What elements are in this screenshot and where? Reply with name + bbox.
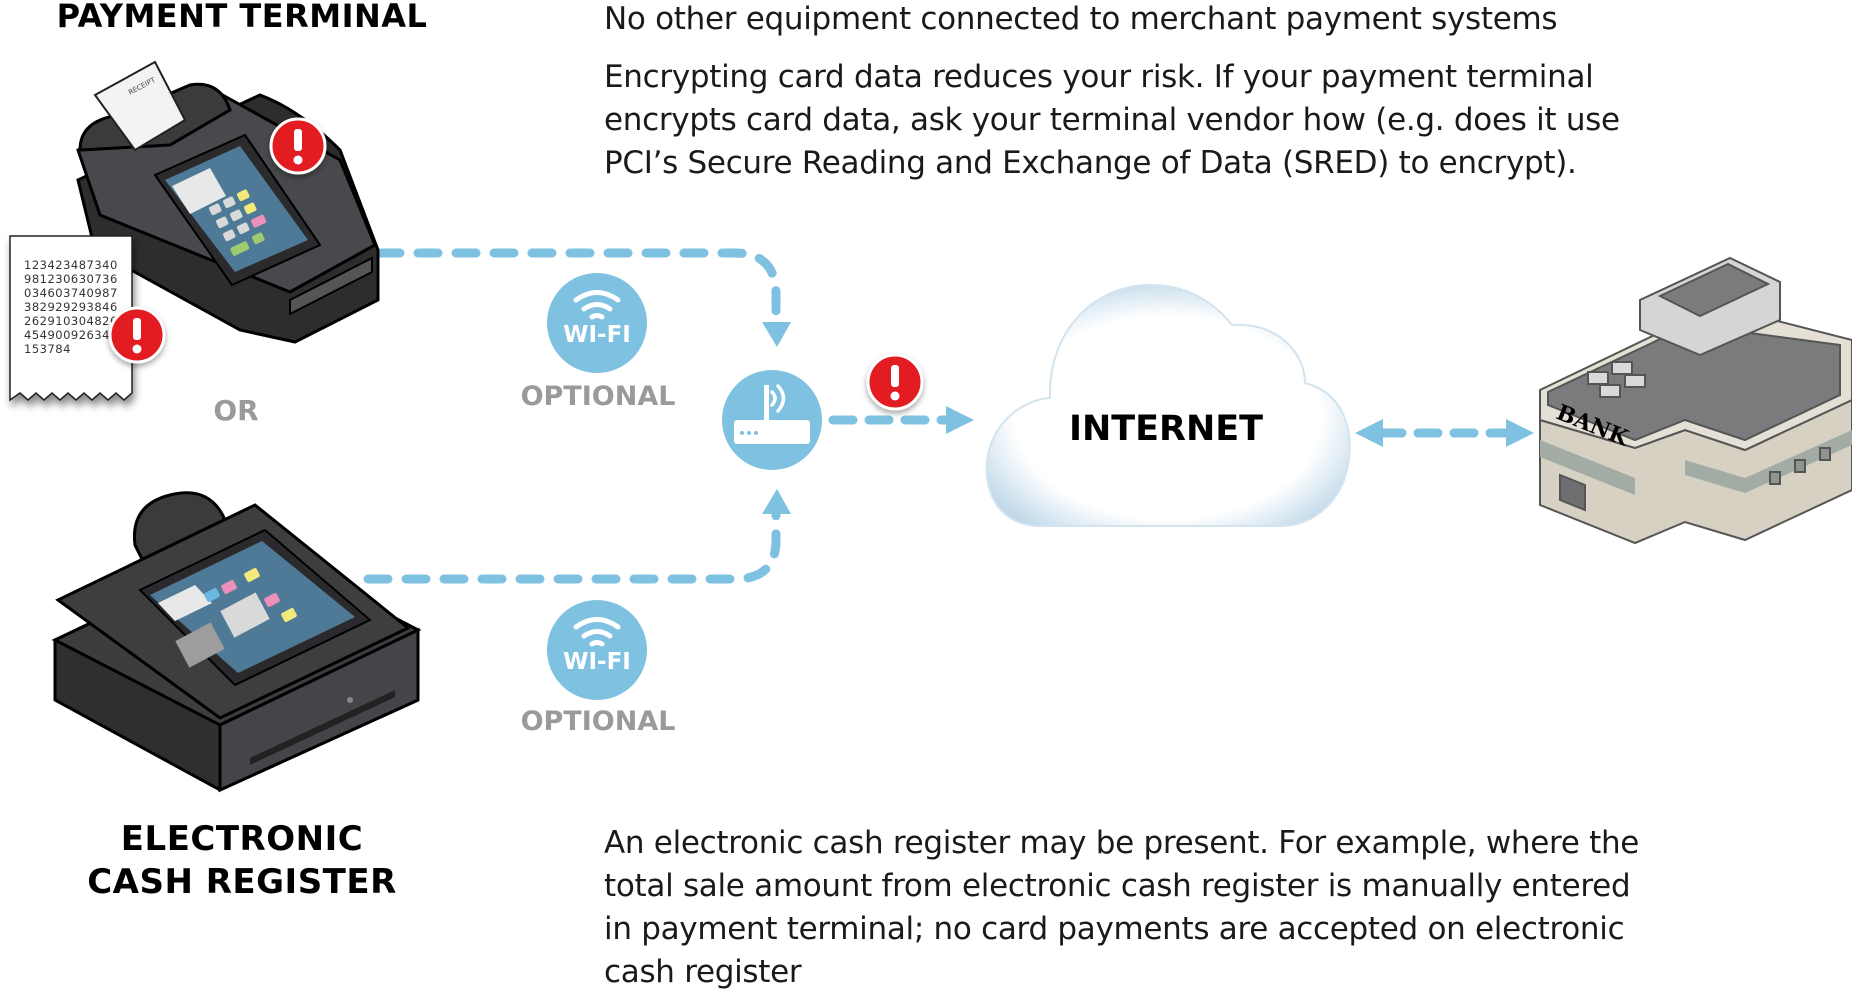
encryption-note-line: PCI’s Secure Reading and Exchange of Dat…	[604, 145, 1577, 181]
terminal-keypad	[209, 189, 267, 256]
warning-icon	[269, 117, 327, 175]
arrow-head-down	[762, 322, 791, 347]
cash-register-title-line2: CASH REGISTER	[87, 862, 397, 902]
receipt-lines: 123423487340 981230630736 034603740987 3…	[24, 258, 118, 356]
arrow-head-right	[946, 406, 974, 434]
encryption-note: Encrypting card data reduces your risk. …	[604, 56, 1620, 185]
wifi-icon	[573, 617, 621, 647]
receipt-line: 382929293846	[24, 300, 118, 314]
receipt-line: 981230630736	[24, 272, 118, 286]
cash-register-title: ELECTRONIC CASH REGISTER	[42, 818, 442, 904]
register-keypad	[175, 568, 297, 668]
encryption-note-line: encrypts card data, ask your terminal ve…	[604, 102, 1620, 138]
internet-label: INTERNET	[1069, 409, 1263, 449]
cash-register-device	[51, 491, 422, 793]
router-badge	[722, 370, 822, 470]
receipt-line: 034603740987	[24, 286, 118, 300]
cash-register-note: An electronic cash register may be prese…	[604, 822, 1639, 994]
wifi-icon	[573, 290, 621, 320]
receipt-line: 153784	[24, 342, 71, 356]
top-note: No other equipment connected to merchant…	[604, 1, 1558, 37]
arrow-head-up	[762, 489, 791, 514]
cash-register-title-line1: ELECTRONIC	[120, 819, 364, 859]
router-icon	[734, 384, 810, 444]
wifi-badge-bottom: WI-FI	[547, 600, 647, 700]
internet-cloud: INTERNET	[985, 283, 1351, 527]
cash-register-note-line: cash register	[604, 954, 802, 990]
connection-register-to-router	[363, 510, 781, 584]
cash-register-note-line: in payment terminal; no card payments ar…	[604, 911, 1625, 947]
receipt-line: 262910304826	[24, 314, 118, 328]
cash-register-note-line: total sale amount from electronic cash r…	[604, 868, 1631, 904]
wifi-badge-label: WI-FI	[563, 649, 631, 675]
wifi-badge-top: WI-FI	[547, 273, 647, 373]
wifi-optional-caption-bottom: OPTIONAL	[520, 706, 676, 737]
warning-icon	[866, 353, 924, 411]
connection-terminal-to-router	[375, 248, 781, 325]
payment-terminal-title: PAYMENT TERMINAL	[56, 0, 428, 35]
receipt-line: 454900926340	[24, 328, 118, 342]
or-label: OR	[213, 394, 259, 427]
arrow-head-left	[1355, 419, 1383, 447]
warning-icon	[108, 306, 166, 364]
printed-receipt	[9, 235, 133, 402]
bank-building: BANK	[1539, 256, 1852, 545]
receipt-paper-slip	[93, 60, 187, 152]
wifi-optional-caption-top: OPTIONAL	[520, 381, 676, 412]
drawer-lock-icon	[347, 697, 353, 703]
receipt-line: 123423487340	[24, 258, 118, 272]
cash-register-note-line: An electronic cash register may be prese…	[604, 825, 1640, 861]
encryption-note-line: Encrypting card data reduces your risk. …	[604, 59, 1594, 95]
arrow-head-right-bank	[1506, 419, 1534, 447]
wifi-badge-label: WI-FI	[563, 322, 631, 348]
